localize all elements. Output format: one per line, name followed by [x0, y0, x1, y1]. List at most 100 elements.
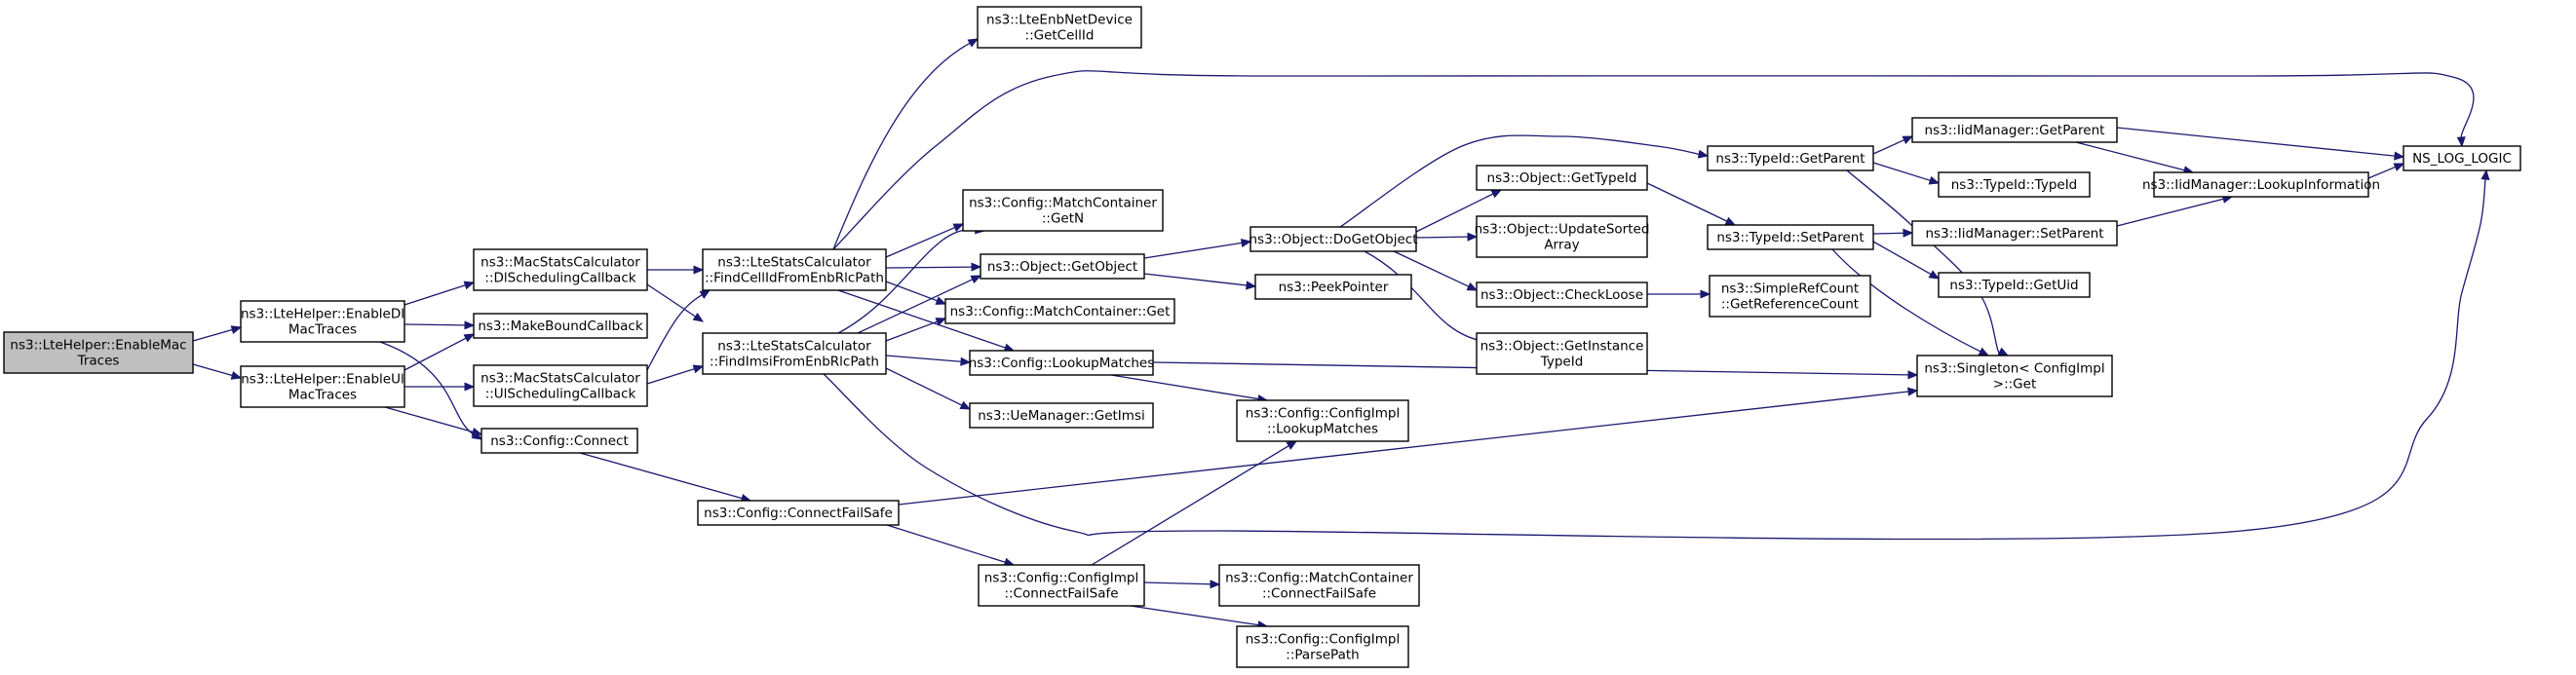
node-typeIdGetParent[interactable]: ns3::TypeId::GetParent [1707, 145, 1874, 171]
node-getCellId[interactable]: ns3::LteEnbNetDevice::GetCellId [977, 6, 1142, 49]
arrow-head [1246, 281, 1257, 290]
node-box [1476, 215, 1648, 258]
arrow-head [1466, 281, 1479, 291]
node-iidLookupInformation[interactable]: ns3::IidManager::LookupInformation [2142, 171, 2380, 198]
node-connectFailSafe[interactable]: ns3::Config::ConnectFailSafe [697, 500, 900, 526]
arrow-head [1978, 347, 1990, 356]
edge-doGetObject-to-checkLoose [1393, 250, 1479, 291]
node-label-line: MacTraces [288, 388, 357, 403]
node-box [473, 248, 648, 291]
edge-line [1415, 193, 1494, 233]
edge-typeIdSetParent-to-iidSetParent [1872, 228, 1914, 238]
node-label-line: ::ConnectFailSafe [1262, 586, 1376, 602]
node-label-line: ns3::Object::UpdateSorted [1475, 222, 1650, 238]
edge-implConnectFailSafe-to-mcConnectFailSafe [1143, 580, 1221, 589]
node-label-line: ns3::MakeBoundCallback [478, 319, 643, 334]
arrow-head [2394, 151, 2405, 161]
edge-line [2075, 141, 2185, 171]
edge-line [1872, 139, 1905, 155]
edge-implConnectFailSafe-to-implLookupMatches [1091, 440, 1298, 566]
node-box [1911, 117, 2118, 143]
node-doGetObject[interactable]: ns3::Object::DoGetObject [1249, 226, 1418, 252]
edge-line [885, 367, 963, 406]
arrow-head [1907, 387, 1919, 396]
edge-typeIdSetParent-to-typeIdGetUid [1872, 241, 1941, 280]
arrow-head [692, 364, 705, 374]
node-implConnectFailSafe[interactable]: ns3::Config::ConfigImpl::ConnectFailSafe [978, 564, 1145, 607]
edge-findImsi-to-mcGet [885, 318, 947, 342]
node-label-line: ns3::LteStatsCalculator [717, 339, 871, 355]
edge-line [885, 266, 973, 269]
edge-line [1130, 605, 1259, 626]
node-label-line: ns3::Config::ConnectFailSafe [704, 506, 893, 521]
edge-line [192, 363, 233, 377]
node-label-line: ns3::Object::CheckLoose [1480, 287, 1643, 303]
arrow-head [1928, 270, 1941, 280]
node-label-line: ns3::Config::ConfigImpl [984, 571, 1138, 586]
node-getReferenceCount[interactable]: ns3::SimpleRefCount::GetReferenceCount [1709, 275, 1871, 318]
node-label-line: ::DlSchedulingCallback [484, 271, 635, 286]
node-nsLogLogic[interactable]: NS_LOG_LOGIC [2403, 145, 2521, 171]
node-label-line: MacTraces [288, 322, 357, 338]
node-mcConnectFailSafe[interactable]: ns3::Config::MatchContainer::ConnectFail… [1218, 564, 1420, 607]
edge-line [2116, 198, 2224, 227]
node-typeIdSetParent[interactable]: ns3::TypeId::SetParent [1707, 224, 1874, 250]
arrow-head [967, 38, 980, 48]
edge-line [1415, 236, 1469, 239]
node-label-line: ::ConnectFailSafe [1004, 586, 1118, 602]
node-findCellId[interactable]: ns3::LteStatsCalculator::FindCellIdFromE… [702, 248, 887, 291]
node-checkLoose[interactable]: ns3::Object::CheckLoose [1476, 281, 1648, 308]
node-typeIdTypeId[interactable]: ns3::TypeId::TypeId [1938, 171, 2091, 198]
node-configConnect[interactable]: ns3::Config::Connect [481, 428, 638, 454]
node-ulSched[interactable]: ns3::MacStatsCalculator::UlSchedulingCal… [473, 364, 648, 407]
node-label-line: ns3::LteEnbNetDevice [986, 13, 1133, 28]
edge-line [857, 279, 974, 334]
node-label-line: ns3::TypeId::GetUid [1949, 278, 2078, 293]
node-label-line: ns3::LteHelper::EnableUl [241, 372, 404, 388]
node-label-line: ::ParsePath [1286, 648, 1359, 663]
arrow-head [952, 223, 965, 232]
edge-doGetObject-to-updateSorted [1415, 232, 1479, 242]
edge-line [1143, 581, 1211, 585]
edge-lookupMatches-to-implLookupMatches [1110, 374, 1269, 403]
node-parsePath[interactable]: ns3::Config::ConfigImpl::ParsePath [1236, 625, 1409, 668]
node-findImsi[interactable]: ns3::LteStatsCalculator::FindImsiFromEnb… [702, 332, 887, 375]
node-makeBound[interactable]: ns3::MakeBoundCallback [473, 313, 648, 339]
node-box [3, 331, 194, 374]
node-box [980, 253, 1145, 280]
node-label-line: ::LookupMatches [1267, 422, 1378, 437]
arrow-head [2456, 136, 2466, 148]
node-singletonGet[interactable]: ns3::Singleton< ConfigImpl >::Get [1916, 355, 2113, 397]
edge-line [1872, 232, 1904, 235]
node-objGetTypeId[interactable]: ns3::Object::GetTypeId [1476, 165, 1648, 191]
node-lookupMatches[interactable]: ns3::Config::LookupMatches [969, 350, 1155, 376]
node-peekPointer[interactable]: ns3::PeekPointer [1254, 274, 1412, 300]
node-label-line: ns3::Config::MatchContainer::Get [950, 304, 1171, 319]
node-label-line: Array [1544, 238, 1579, 253]
edge-ulSched-to-findImsi [646, 364, 705, 385]
edge-enableUl-to-makeBound [404, 333, 476, 371]
node-mcGet[interactable]: ns3::Config::MatchContainer::Get [944, 298, 1175, 324]
node-dlSched[interactable]: ns3::MacStatsCalculator::DlSchedulingCal… [473, 248, 648, 291]
arrow-head [1907, 370, 1919, 380]
node-getImsi[interactable]: ns3::UeManager::GetImsi [969, 402, 1154, 429]
edge-line [1143, 242, 1243, 259]
node-typeIdGetUid[interactable]: ns3::TypeId::GetUid [1938, 272, 2091, 298]
node-mcGetN[interactable]: ns3::Config::MatchContainer::GetN [962, 189, 1164, 232]
node-iidSetParent[interactable]: ns3::IidManager::SetParent [1911, 220, 2118, 246]
node-label-line: ns3::Config::ConfigImpl [1246, 406, 1400, 422]
node-objGetObject[interactable]: ns3::Object::GetObject [980, 253, 1145, 280]
edge-line [1393, 250, 1470, 287]
node-implLookupMatches[interactable]: ns3::Config::ConfigImpl::LookupMatches [1236, 399, 1409, 442]
node-box [2153, 171, 2369, 198]
node-iidGetParent[interactable]: ns3::IidManager::GetParent [1911, 117, 2118, 143]
edge-dlSched-to-findImsi [646, 283, 705, 322]
edge-line [1110, 374, 1259, 400]
arrow-head [693, 265, 705, 275]
